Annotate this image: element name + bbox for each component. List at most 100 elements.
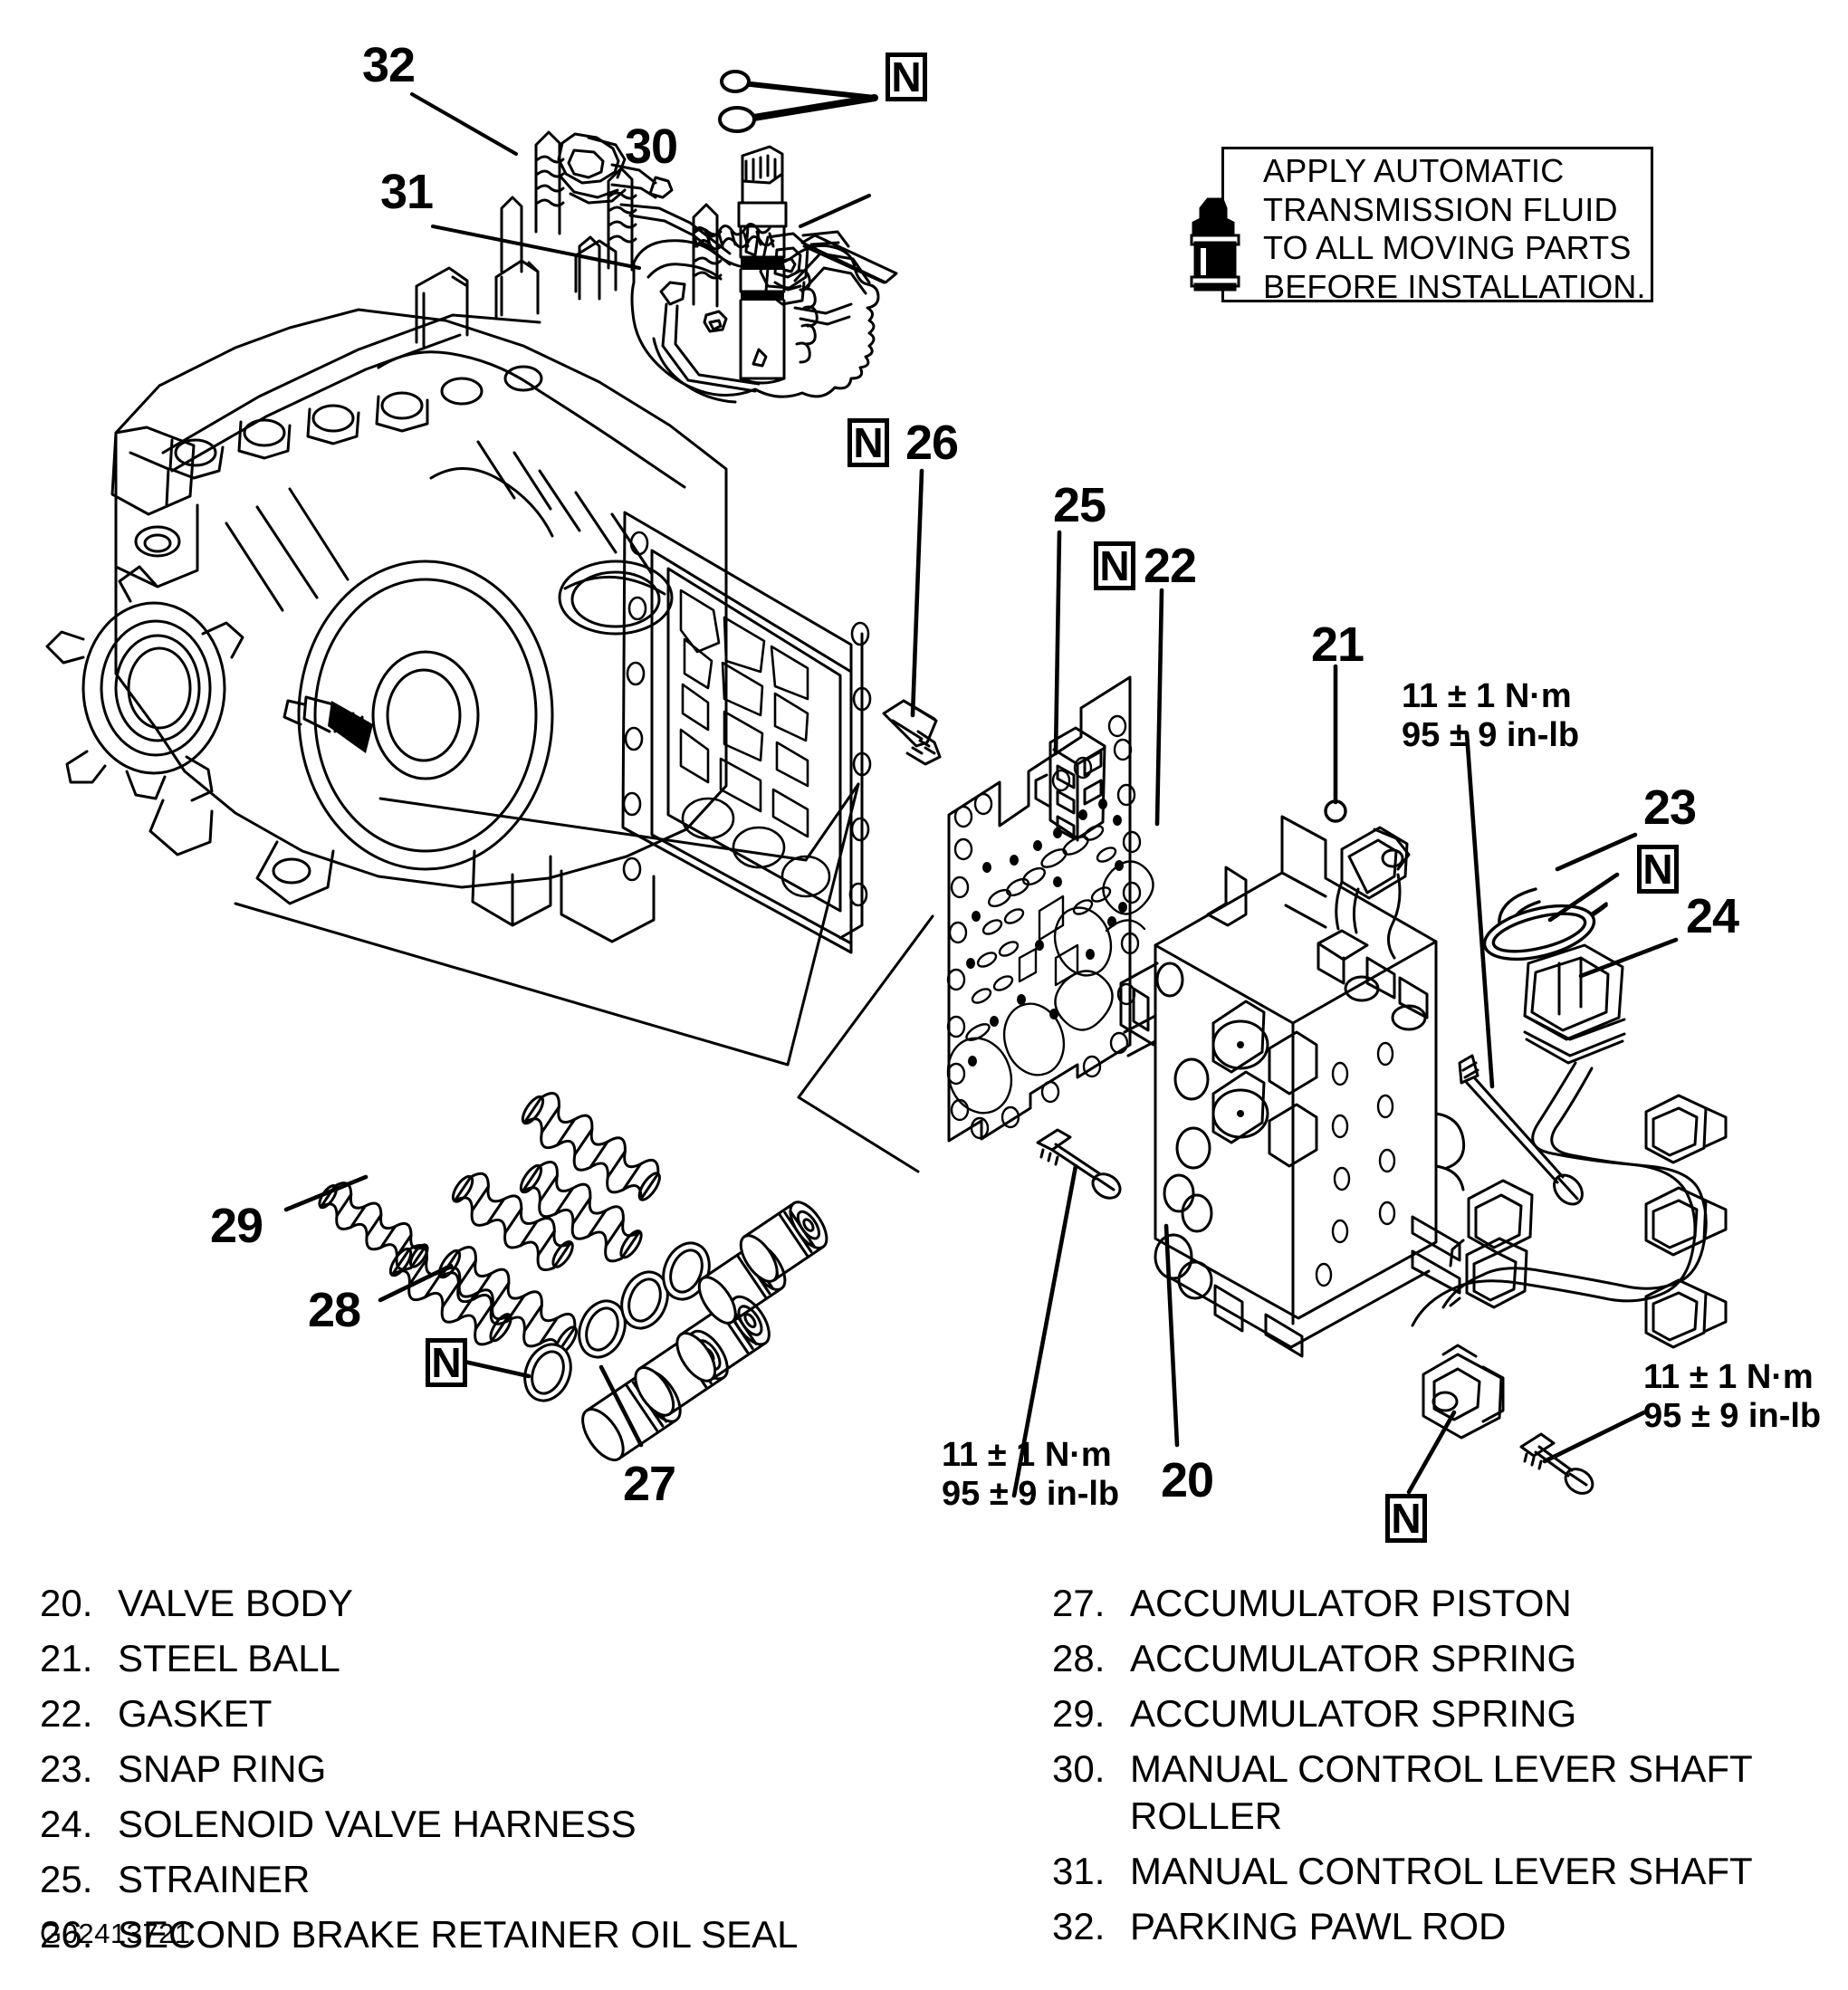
part-solenoid-valve-harness bbox=[1411, 943, 1728, 1440]
legend-item-21: 21. STEEL BALL bbox=[40, 1635, 909, 1682]
legend-item-32: 32. PARKING PAWL ROD bbox=[1052, 1903, 1840, 1950]
callout-28: 28 bbox=[308, 1283, 361, 1337]
legend-num: 25. bbox=[40, 1858, 93, 1900]
callout-24: 24 bbox=[1686, 889, 1739, 943]
legend-item-30: 30. MANUAL CONTROL LEVER SHAFT ROLLER bbox=[1052, 1746, 1840, 1840]
part-strainer bbox=[1034, 726, 1106, 842]
note-line-1: APPLY AUTOMATIC bbox=[1263, 152, 1565, 189]
new-part-marker-harness: N bbox=[1385, 1494, 1427, 1543]
callout-26: 26 bbox=[905, 416, 959, 470]
callout-22: 22 bbox=[1144, 539, 1197, 593]
callout-leaders bbox=[283, 468, 1679, 1498]
callout-30: 30 bbox=[625, 120, 678, 174]
part-parking-pawl-rod bbox=[557, 132, 809, 306]
legend-item-25: 25. STRAINER bbox=[40, 1856, 909, 1903]
legend-item-23: 23. SNAP RING bbox=[40, 1746, 909, 1793]
torque-metric: 11 ± 1 N·m bbox=[1643, 1358, 1814, 1396]
new-part-marker-22: N bbox=[1094, 541, 1135, 590]
legend-num: 21. bbox=[40, 1637, 93, 1679]
legend-label: SNAP RING bbox=[118, 1747, 327, 1790]
new-part-marker-27: N bbox=[426, 1338, 467, 1387]
legend-item-26: 26. SECOND BRAKE RETAINER OIL SEAL bbox=[40, 1911, 909, 1958]
drawing-id: G02413721 bbox=[40, 1918, 191, 1949]
legend-item-20: 20. VALVE BODY bbox=[40, 1580, 909, 1627]
torque-metric: 11 ± 1 N·m bbox=[942, 1436, 1112, 1474]
legend-num: 29. bbox=[1052, 1692, 1106, 1735]
callout-21: 21 bbox=[1311, 617, 1364, 672]
legend-item-29: 29. ACCUMULATOR SPRING bbox=[1052, 1690, 1840, 1737]
assembly-guide-lines bbox=[234, 782, 934, 1173]
part-accumulator-o-rings bbox=[523, 1241, 711, 1402]
legend-num: 23. bbox=[40, 1747, 93, 1790]
transmission-case bbox=[45, 130, 872, 954]
legend-label: PARKING PAWL ROD bbox=[1130, 1905, 1507, 1947]
torque-imperial: 95 ± 9 in-lb bbox=[1402, 716, 1580, 754]
note-text: APPLY AUTOMATIC TRANSMISSION FLUID TO AL… bbox=[1263, 152, 1661, 306]
legend-label: VALVE BODY bbox=[118, 1582, 353, 1624]
part-accumulator-springs bbox=[318, 1092, 661, 1355]
legend-num: 32. bbox=[1052, 1905, 1106, 1947]
callout-20: 20 bbox=[1161, 1453, 1214, 1507]
leader-lines-n-top bbox=[718, 70, 878, 133]
callout-23: 23 bbox=[1643, 780, 1697, 835]
legend-column-right: 27. ACCUMULATOR PISTON 28. ACCUMULATOR SPR… bbox=[1052, 1580, 1840, 1958]
note-box bbox=[1221, 147, 1653, 302]
note-line-3: TO ALL MOVING PARTS bbox=[1263, 229, 1632, 266]
legend-label: ACCUMULATOR SPRING bbox=[1130, 1637, 1577, 1679]
legend-label: GASKET bbox=[118, 1692, 273, 1735]
callout-32: 32 bbox=[362, 38, 416, 92]
part-gasket bbox=[946, 675, 1154, 1143]
part-valve-body bbox=[1119, 815, 1466, 1358]
new-part-marker-26: N bbox=[847, 418, 889, 467]
legend-label: SOLENOID VALVE HARNESS bbox=[118, 1803, 637, 1845]
callout-27: 27 bbox=[623, 1457, 676, 1511]
part-bolt-valve-body bbox=[1036, 1128, 1122, 1200]
part-second-brake-oil-seal bbox=[882, 699, 942, 766]
legend-label: MANUAL CONTROL LEVER SHAFT ROLLER bbox=[1130, 1747, 1753, 1837]
legend-item-31: 31. MANUAL CONTROL LEVER SHAFT bbox=[1052, 1848, 1840, 1895]
note-line-2: TRANSMISSION FLUID bbox=[1263, 190, 1618, 228]
legend-label: STEEL BALL bbox=[118, 1637, 340, 1679]
legend-num: 28. bbox=[1052, 1637, 1106, 1679]
torque-metric: 11 ± 1 N·m bbox=[1402, 677, 1572, 715]
leader-lines-top bbox=[410, 92, 871, 270]
note-line-4: BEFORE INSTALLATION. bbox=[1263, 267, 1646, 305]
legend-column-left: 20. VALVE BODY 21. STEEL BALL 22. GASKET 23… bbox=[40, 1580, 909, 1966]
callout-31: 31 bbox=[380, 165, 434, 219]
part-bolt-harness-lower bbox=[1519, 1432, 1594, 1495]
legend-num: 27. bbox=[1052, 1582, 1106, 1624]
parts-legend: 20. VALVE BODY 21. STEEL BALL 22. GASKET 23… bbox=[0, 1580, 1848, 1960]
callout-25: 25 bbox=[1053, 478, 1106, 532]
oil-bottle-icon bbox=[1190, 197, 1240, 292]
part-lever-shaft-cylinder bbox=[737, 145, 788, 385]
legend-label: STRAINER bbox=[118, 1858, 311, 1900]
legend-num: 20. bbox=[40, 1582, 93, 1624]
part-bolt-harness-upper bbox=[1458, 1054, 1584, 1206]
new-part-marker-23: N bbox=[1637, 845, 1679, 894]
legend-item-24: 24. SOLENOID VALVE HARNESS bbox=[40, 1801, 909, 1848]
legend-item-22: 22. GASKET bbox=[40, 1690, 909, 1737]
torque-spec-lower-left: 11 ± 1 N·m 95 ± 9 in-lb bbox=[942, 1436, 1119, 1514]
new-part-marker-top: N bbox=[886, 53, 927, 101]
legend-num: 22. bbox=[40, 1692, 93, 1735]
legend-num: 24. bbox=[40, 1803, 93, 1845]
legend-item-27: 27. ACCUMULATOR PISTON bbox=[1052, 1580, 1840, 1627]
legend-label: SECOND BRAKE RETAINER OIL SEAL bbox=[118, 1913, 799, 1956]
legend-label: ACCUMULATOR PISTON bbox=[1130, 1582, 1572, 1624]
callout-29: 29 bbox=[210, 1199, 263, 1253]
torque-imperial: 95 ± 9 in-lb bbox=[942, 1475, 1120, 1513]
torque-imperial: 95 ± 9 in-lb bbox=[1643, 1397, 1822, 1435]
part-lever-shaft-roller bbox=[793, 230, 898, 326]
torque-spec-lower-right: 11 ± 1 N·m 95 ± 9 in-lb bbox=[1643, 1358, 1821, 1436]
part-manual-control-lever-shaft bbox=[630, 239, 880, 404]
legend-num: 31. bbox=[1052, 1850, 1106, 1892]
part-accumulator-pistons bbox=[581, 1201, 828, 1462]
legend-num: 30. bbox=[1052, 1747, 1106, 1790]
legend-label: ACCUMULATOR SPRING bbox=[1130, 1692, 1577, 1735]
legend-num: 26. bbox=[40, 1913, 93, 1956]
part-o-ring-solenoid bbox=[1482, 904, 1596, 962]
legend-label: MANUAL CONTROL LEVER SHAFT bbox=[1130, 1850, 1753, 1892]
torque-spec-upper-right: 11 ± 1 N·m 95 ± 9 in-lb bbox=[1402, 677, 1579, 755]
